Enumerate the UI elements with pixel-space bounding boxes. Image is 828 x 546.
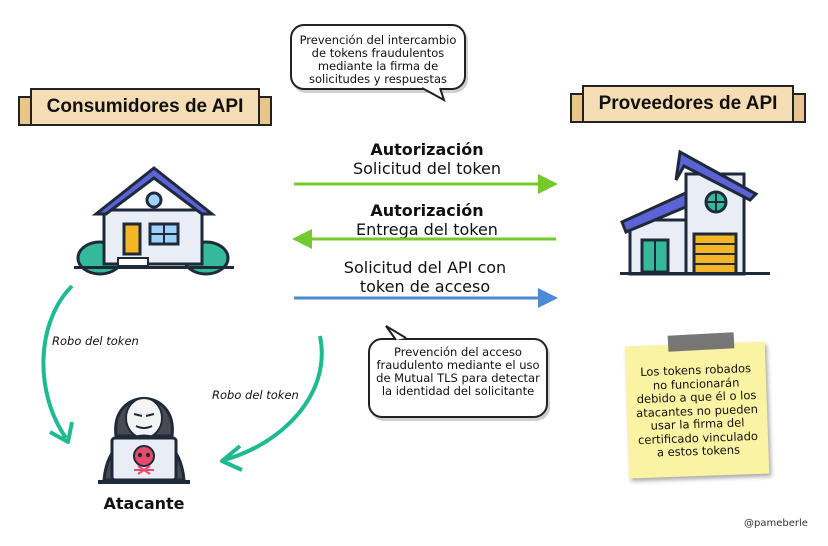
arrow-token-delivery [292,229,556,249]
consumers-title: Consumidores de API [46,96,244,117]
providers-title: Proveedores de API [598,93,778,114]
arrow2-title: Autorización [370,201,484,220]
top-bubble-text: Prevención del intercambio de tokens fra… [299,33,457,86]
consumer-house-icon [74,166,234,276]
hacker-icon [98,397,190,484]
arrow3-label: Solicitud del API con token de acceso [340,258,510,296]
bottom-speech-bubble: Prevención del acceso fraudulento median… [368,338,548,418]
consumers-banner: Consumidores de API [18,88,272,126]
arrow2-label: Autorización Entrega del token [316,201,538,239]
theft-label-left: Robo del token [52,334,139,348]
attacker-label: Atacante [103,494,185,513]
bottom-bubble-text: Prevención del acceso fraudulento median… [376,345,540,398]
arrow1-title: Autorización [370,140,484,159]
watermark: @pameberle [744,518,808,529]
theft-arrow-right [220,335,324,472]
bottom-bubble-tail [385,325,407,341]
top-bubble-tail [421,87,446,103]
arrow1-label: Autorización Solicitud del token [316,140,538,178]
arrow-token-request [294,174,558,194]
theft-arrow-left [41,284,74,444]
arrow2-text: Entrega del token [356,220,498,239]
sticky-note-text: Los tokens robados no funcionarán debido… [635,361,759,460]
providers-banner: Proveedores de API [570,85,806,123]
sticky-note: Los tokens robados no funcionarán debido… [624,341,770,479]
provider-house-icon [620,149,770,276]
theft-label-right: Robo del token [212,388,299,402]
top-speech-bubble: Prevención del intercambio de tokens fra… [290,24,466,90]
arrow-api-request [294,288,558,308]
arrow1-text: Solicitud del token [352,159,501,178]
arrow3-text: Solicitud del API con token de acceso [343,258,507,296]
